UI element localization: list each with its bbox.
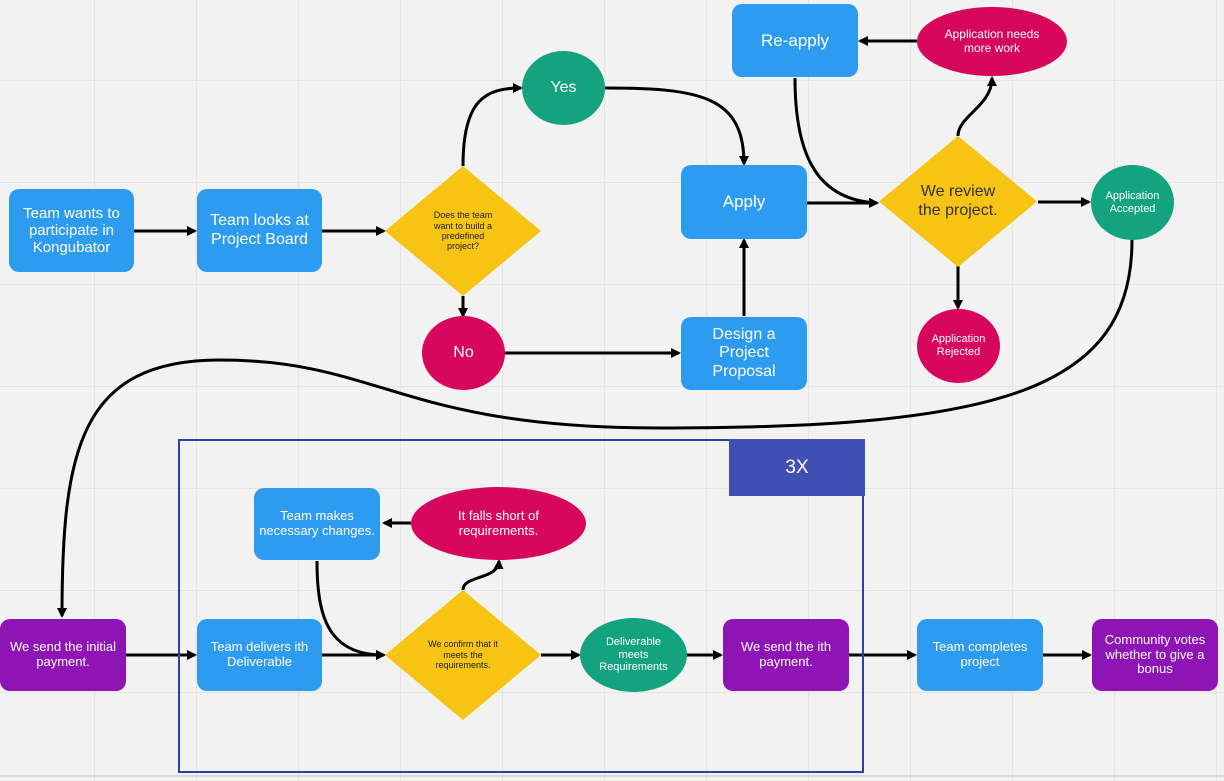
node-confirm[interactable]: We confirm that it meets the requirement… [385,590,541,720]
node-yes[interactable]: Yes [522,51,605,125]
connector-changes-to-confirm [315,560,386,660]
node-apply[interactable]: Apply [681,165,807,239]
connector-confirm-to-falls [461,559,504,591]
node-team-changes[interactable]: Team makes necessary changes. [254,488,380,560]
repeat-loop-label: 3X [729,439,865,496]
connector-review-to-needs [956,76,997,137]
confirm-label: We confirm that it meets the requirement… [428,639,498,671]
decision-diamond-shape [385,166,541,296]
node-no[interactable]: No [422,316,505,390]
decision-predefined-label: Does the team want to build a predefined… [433,210,493,252]
node-team-wants[interactable]: Team wants to participate in Kongubator [9,189,134,272]
node-ith-payment[interactable]: We send the ith payment. [723,619,849,691]
node-accepted[interactable]: Application Accepted [1091,165,1174,240]
node-review[interactable]: We review the project. [879,136,1037,267]
node-meets[interactable]: Deliverable meets Requirements [580,618,687,692]
node-needs-more-work[interactable]: Application needs more work [917,7,1067,76]
repeat-loop-frame [178,439,864,773]
node-community-votes[interactable]: Community votes whether to give a bonus [1092,619,1218,691]
node-team-looks[interactable]: Team looks at Project Board [197,189,322,272]
connector-decision-to-yes [461,83,523,167]
node-team-delivers[interactable]: Team delivers ith Deliverable [197,619,322,691]
node-initial-payment[interactable]: We send the initial payment. [0,619,126,691]
node-reapply[interactable]: Re-apply [732,4,858,77]
connector-accepted-to-initial [57,239,1134,618]
canvas-bottom-edge [0,775,1224,777]
node-completes[interactable]: Team completes project [917,619,1043,691]
review-diamond-shape [879,136,1037,267]
confirm-diamond-shape [385,590,541,720]
connector-reapply-to-review [793,77,879,208]
node-design-proposal[interactable]: Design a Project Proposal [681,317,807,390]
connector-yes-to-apply [604,86,749,166]
node-rejected[interactable]: Application Rejected [917,309,1000,383]
node-decision-predefined[interactable]: Does the team want to build a predefined… [385,166,541,296]
review-label: We review the project. [918,183,998,219]
node-falls-short[interactable]: It falls short of requirements. [411,487,586,560]
